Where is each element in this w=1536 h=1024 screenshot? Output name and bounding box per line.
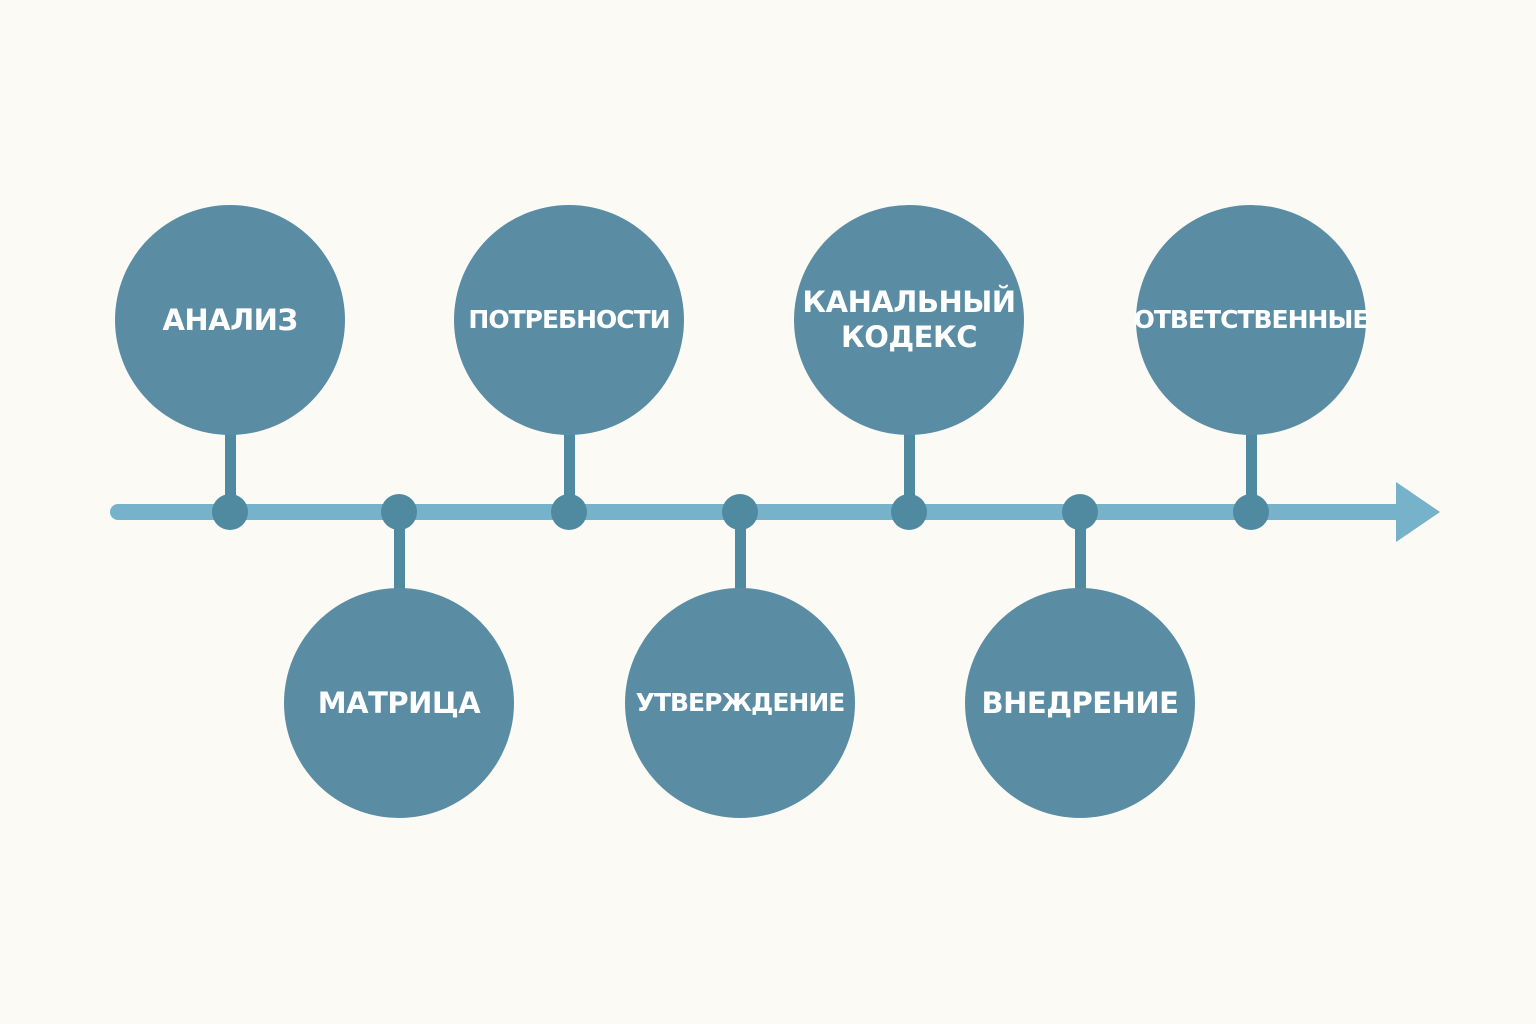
step-2-node — [381, 494, 417, 530]
timeline-axis — [110, 504, 1410, 520]
step-5-label: КАНАЛЬНЫЙ КОДЕКС — [802, 285, 1016, 354]
step-1-connector — [224, 430, 236, 500]
step-5-node — [891, 494, 927, 530]
step-7-node — [1233, 494, 1269, 530]
step-6-label: ВНЕДРЕНИЕ — [981, 685, 1179, 720]
step-1-label: АНАЛИЗ — [162, 302, 298, 337]
step-7-connector — [1245, 430, 1257, 500]
step-7-label: ОТВЕТСТВЕННЫЕ — [1133, 305, 1370, 334]
step-4-node — [722, 494, 758, 530]
step-3-node — [551, 494, 587, 530]
step-3-label: ПОТРЕБНОСТИ — [468, 305, 670, 334]
step-7-bubble: ОТВЕТСТВЕННЫЕ — [1134, 205, 1369, 435]
timeline-arrow-head — [1396, 482, 1440, 542]
step-6-node — [1062, 494, 1098, 530]
step-6-bubble: ВНЕДРЕНИЕ — [965, 588, 1195, 818]
step-6-connector — [1074, 528, 1086, 598]
step-5-bubble: КАНАЛЬНЫЙ КОДЕКС — [794, 205, 1024, 435]
step-2-bubble: МАТРИЦА — [284, 588, 514, 818]
step-3-connector — [563, 430, 575, 500]
step-2-connector — [393, 528, 405, 598]
step-3-bubble: ПОТРЕБНОСТИ — [454, 205, 684, 435]
step-1-node — [212, 494, 248, 530]
step-4-label: УТВЕРЖДЕНИЕ — [635, 688, 846, 717]
step-1-bubble: АНАЛИЗ — [115, 205, 345, 435]
step-2-label: МАТРИЦА — [317, 685, 481, 720]
step-5-connector — [903, 430, 915, 500]
step-4-bubble: УТВЕРЖДЕНИЕ — [625, 588, 855, 818]
step-4-connector — [734, 528, 746, 598]
